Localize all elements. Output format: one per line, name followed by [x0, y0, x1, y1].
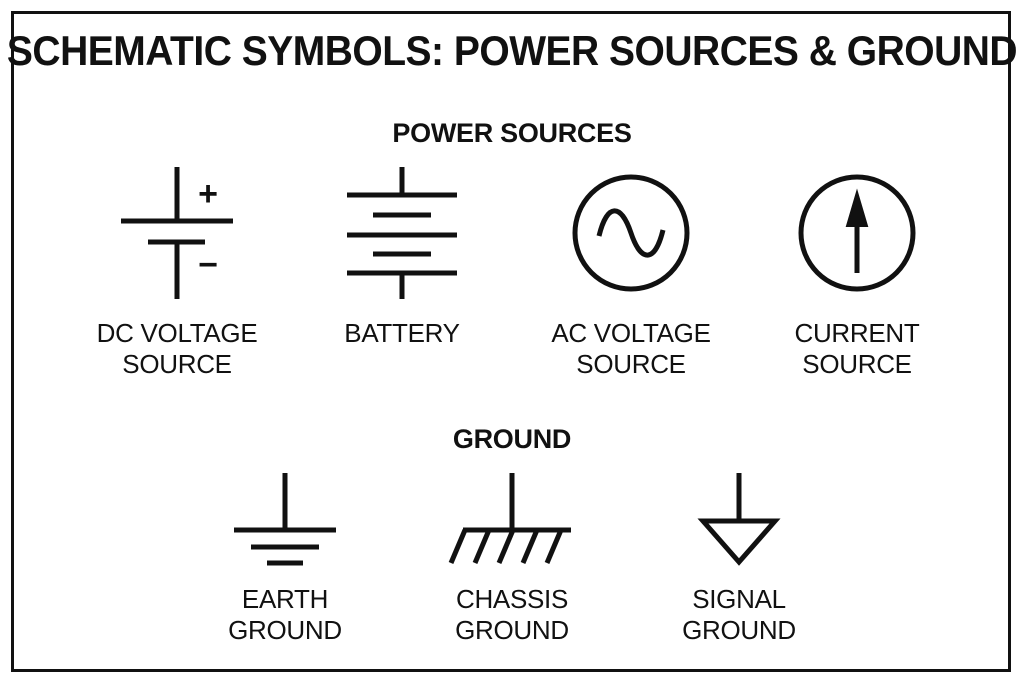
chassis-ground-label: CHASSIS GROUND: [455, 584, 569, 645]
plus-sign: +: [198, 175, 218, 213]
ac-voltage-source-icon: [572, 174, 690, 292]
signal-ground-icon: [697, 473, 781, 566]
earth-ground-icon: [234, 473, 336, 566]
ground-heading: GROUND: [452, 424, 572, 454]
current-source-icon: [798, 174, 916, 292]
battery-label: BATTERY: [344, 318, 460, 348]
current-source-label: CURRENT SOURCE: [794, 318, 920, 379]
signal-ground-label: SIGNAL GROUND: [682, 584, 796, 645]
minus-sign: −: [198, 246, 218, 284]
ac-voltage-source-label: AC VOLTAGE SOURCE: [551, 318, 711, 379]
dc-voltage-source-icon: + −: [121, 167, 233, 299]
dc-voltage-source-label: DC VOLTAGE SOURCE: [96, 318, 258, 379]
power-sources-heading: POWER SOURCES: [392, 118, 632, 148]
diagram-frame: [11, 11, 1011, 672]
earth-ground-label: EARTH GROUND: [228, 584, 342, 645]
chassis-ground-icon: [448, 473, 571, 564]
battery-icon: [347, 167, 457, 299]
page-title: SCHEMATIC SYMBOLS: POWER SOURCES & GROUN…: [6, 28, 1018, 75]
